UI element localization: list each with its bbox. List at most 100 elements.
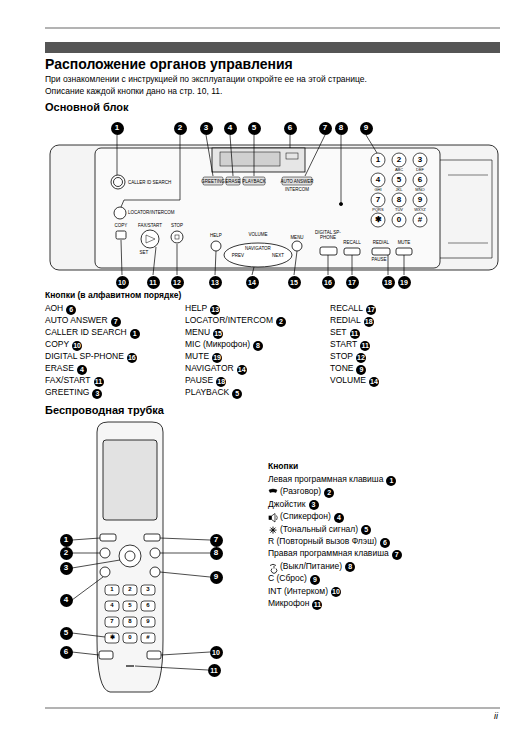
callout-number: 5 <box>232 389 242 399</box>
key-letters: DEF <box>416 168 424 173</box>
callout-number: 10 <box>116 276 129 289</box>
key-digit: 7 <box>376 195 380 204</box>
button-name: VOLUME <box>330 376 366 386</box>
callout-text: 10 <box>118 279 126 286</box>
key-digit: 1 <box>110 586 113 593</box>
button-label: MUTE <box>398 240 411 245</box>
button-label: STOP <box>171 223 183 228</box>
callout-number: 14 <box>246 276 259 289</box>
button-name: COPY <box>45 340 69 350</box>
callout-number: 10 <box>210 646 223 659</box>
list-heading: Кнопки <box>268 462 298 472</box>
button-label: ERASE <box>225 179 240 184</box>
key-digit: ✱ <box>375 215 382 224</box>
callout-text: 5 <box>252 124 256 132</box>
button-name: TONE <box>330 364 353 374</box>
button-name: ERASE <box>45 364 74 374</box>
button-label: PLAYBACK <box>242 179 265 184</box>
button-label: COPY <box>115 223 128 228</box>
key-digit: # <box>418 215 422 224</box>
key-digit: 9 <box>146 618 149 625</box>
button-name: C (Сброс) <box>268 574 307 584</box>
callout-number: 14 <box>369 377 379 387</box>
key-digit: 0 <box>128 634 131 641</box>
button-label: FAX/START <box>138 223 162 228</box>
callout-number: 6 <box>66 305 76 315</box>
button-name: NAVIGATOR <box>185 364 234 374</box>
callout-number: 3 <box>200 122 213 135</box>
callout-number: 4 <box>60 594 73 607</box>
callout-text: 8 <box>214 549 218 557</box>
callout-number: 1 <box>386 476 396 486</box>
button-name: MIC (Микрофон) <box>185 340 250 350</box>
callout-text: 4 <box>64 596 68 604</box>
callout-text: 7 <box>323 124 327 132</box>
callout-number: 15 <box>213 329 223 339</box>
callout-text: 6 <box>64 648 68 656</box>
page-number: ii <box>494 711 498 721</box>
button-name: FAX/START <box>45 376 91 386</box>
callout-text: 2 <box>64 549 68 557</box>
key-letters: WXYZ <box>414 208 426 213</box>
callout-number: 8 <box>210 547 223 560</box>
callout-number: 16 <box>322 276 335 289</box>
callout-text: 17 <box>348 279 356 286</box>
button-label: PREV <box>232 253 244 258</box>
callout-number: 14 <box>237 365 247 375</box>
button-name: HELP <box>185 304 207 314</box>
key-digit: 8 <box>397 195 401 204</box>
callout-text: 1 <box>64 536 68 544</box>
button-name: (Разговор) <box>280 487 321 497</box>
callout-text: 1 <box>115 124 119 132</box>
key-letters: ABC <box>395 168 403 173</box>
callout-number: 13 <box>210 305 220 315</box>
key-digit: 4 <box>110 602 113 609</box>
callout-number: 10 <box>72 341 82 351</box>
button-name: GREETING <box>45 388 89 398</box>
callout-number: 11 <box>312 600 322 610</box>
callout-number: 3 <box>309 500 319 510</box>
button-name: Микрофон <box>268 599 309 609</box>
key-digit: 2 <box>128 586 131 593</box>
callout-text: 5 <box>64 629 68 637</box>
callout-number: 7 <box>210 534 223 547</box>
section-heading: Основной блок <box>45 101 129 114</box>
callout-number: 18 <box>382 276 395 289</box>
button-name: Джойстик <box>268 500 306 510</box>
key-digit: 3 <box>146 586 149 593</box>
button-name: DIGITAL SP-PHONE <box>45 352 124 362</box>
button-label: NAVIGATOR <box>245 246 271 251</box>
callout-number: 9 <box>360 122 373 135</box>
key-digit: 5 <box>128 602 131 609</box>
callout-number: 2 <box>174 122 187 135</box>
callout-number: 8 <box>253 341 263 351</box>
callout-number: 9 <box>210 571 223 584</box>
button-name: (Спикерфон) <box>280 512 331 522</box>
callout-number: 12 <box>356 353 366 363</box>
key-digit: 6 <box>146 602 149 609</box>
button-name: STOP <box>330 352 353 362</box>
button-name: PLAYBACK <box>185 388 229 398</box>
key-digit: 2 <box>397 155 401 164</box>
key-letters: MNO <box>415 188 424 193</box>
key-digit: ✱ <box>110 634 115 641</box>
callout-number: 18 <box>216 377 226 387</box>
callout-number: 8 <box>335 122 348 135</box>
callout-number: 2 <box>276 317 286 327</box>
callout-number: 8 <box>345 562 355 572</box>
callout-number: 5 <box>60 627 73 640</box>
callout-number: 6 <box>380 538 390 548</box>
callout-number: 11 <box>350 329 360 339</box>
callout-number: 11 <box>147 276 160 289</box>
key-letters: TUV <box>395 208 403 213</box>
callout-number: 1 <box>60 534 73 547</box>
callout-number: 7 <box>392 550 402 560</box>
callout-text: 9 <box>364 124 368 132</box>
button-name: LOCATOR/INTERCOM <box>185 316 273 326</box>
button-label: LOCATOR/INTERCOM <box>128 210 175 215</box>
callout-number: 4 <box>334 513 344 523</box>
callout-text: 10 <box>212 649 220 656</box>
button-name: R (Повторный вызов Флэш) <box>268 537 377 547</box>
button-name: REDIAL <box>330 316 361 326</box>
callout-text: 15 <box>290 279 298 286</box>
